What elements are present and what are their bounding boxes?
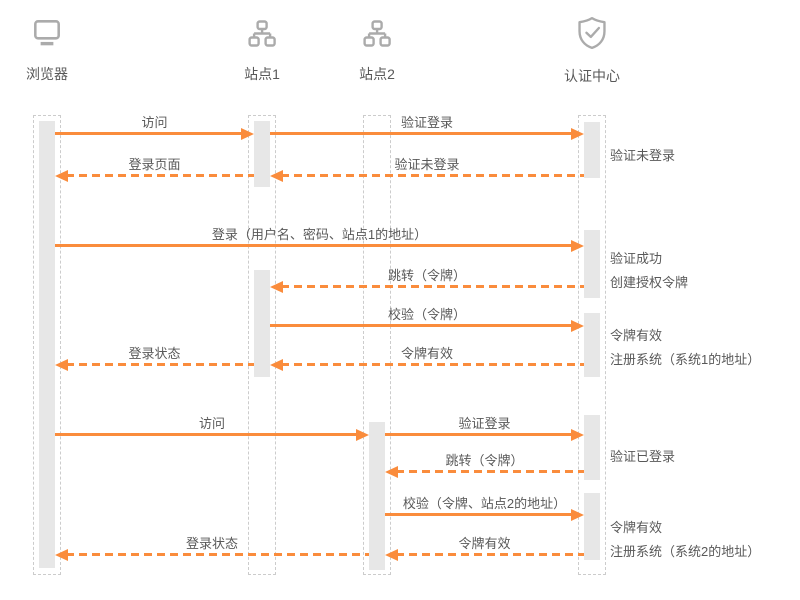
arrowhead-icon — [356, 429, 369, 441]
message-label-4: 登录（用户名、密码、站点1的地址） — [211, 227, 428, 242]
message-line-3 — [281, 174, 584, 177]
actor-site2: 站点2 — [359, 18, 395, 84]
arrowhead-icon — [385, 549, 398, 561]
activation-bar-auth — [584, 415, 600, 480]
shield-check-icon — [564, 14, 620, 57]
actor-label-browser: 浏览器 — [26, 66, 68, 82]
note-text-3-0: 验证已登录 — [610, 449, 676, 464]
arrowhead-icon — [571, 509, 584, 521]
message-line-5 — [281, 285, 584, 288]
message-label-11: 跳转（令牌） — [445, 453, 524, 468]
arrowhead-icon — [571, 128, 584, 140]
message-line-13 — [66, 553, 369, 556]
message-line-7 — [66, 363, 254, 366]
message-label-12: 校验（令牌、站点2的地址） — [402, 496, 567, 511]
activation-bar-auth — [584, 122, 600, 178]
message-line-4 — [55, 244, 573, 247]
message-line-12 — [385, 513, 573, 516]
message-label-6: 校验（令牌） — [387, 307, 466, 322]
activation-bar-site2 — [369, 422, 385, 570]
message-label-1: 验证登录 — [400, 115, 453, 130]
message-label-14: 令牌有效 — [458, 536, 511, 551]
actor-label-site2: 站点2 — [359, 66, 395, 82]
note-text-0-0: 验证未登录 — [610, 148, 676, 163]
monitor-icon — [26, 16, 68, 55]
arrowhead-icon — [571, 429, 584, 441]
activation-bar-auth — [584, 493, 600, 560]
message-line-11 — [396, 470, 584, 473]
message-line-2 — [66, 174, 254, 177]
arrowhead-icon — [241, 128, 254, 140]
sitemap-icon — [244, 18, 280, 55]
message-line-8 — [281, 363, 584, 366]
actor-auth: 认证中心 — [564, 14, 620, 86]
lifeline-site1 — [248, 115, 276, 575]
note-text-4-0: 令牌有效 — [610, 520, 663, 535]
activation-bar-auth — [584, 313, 600, 377]
actor-site1: 站点1 — [244, 18, 280, 84]
arrowhead-icon — [55, 549, 68, 561]
lifeline-site2 — [363, 115, 391, 575]
activation-bar-browser — [39, 121, 55, 568]
note-text-1-0: 验证成功 — [610, 251, 663, 266]
lifeline-auth — [578, 115, 606, 575]
arrowhead-icon — [571, 240, 584, 252]
note-text-4-1: 注册系统（系统2的地址） — [610, 544, 761, 559]
message-label-7: 登录状态 — [128, 346, 181, 361]
arrowhead-icon — [571, 320, 584, 332]
actor-browser: 浏览器 — [26, 16, 68, 84]
lifeline-browser — [33, 115, 61, 575]
arrowhead-icon — [270, 359, 283, 371]
arrowhead-icon — [270, 170, 283, 182]
message-line-6 — [270, 324, 573, 327]
message-label-8: 令牌有效 — [400, 346, 453, 361]
message-line-1 — [270, 132, 573, 135]
note-text-2-1: 注册系统（系统1的地址） — [610, 352, 761, 367]
message-label-10: 验证登录 — [458, 416, 511, 431]
message-label-2: 登录页面 — [128, 157, 181, 172]
actor-label-auth: 认证中心 — [564, 68, 620, 84]
message-label-3: 验证未登录 — [394, 157, 460, 172]
message-line-10 — [385, 433, 573, 436]
arrowhead-icon — [270, 281, 283, 293]
activation-bar-site1 — [254, 121, 270, 187]
message-label-0: 访问 — [141, 115, 168, 130]
message-line-0 — [55, 132, 243, 135]
note-text-2-0: 令牌有效 — [610, 328, 663, 343]
sitemap-icon — [359, 18, 395, 55]
arrowhead-icon — [385, 466, 398, 478]
activation-bar-site1 — [254, 270, 270, 377]
message-line-14 — [396, 553, 584, 556]
arrowhead-icon — [55, 170, 68, 182]
message-label-13: 登录状态 — [185, 536, 238, 551]
actor-label-site1: 站点1 — [244, 66, 280, 82]
activation-bar-auth — [584, 230, 600, 298]
message-line-9 — [55, 433, 358, 436]
message-label-5: 跳转（令牌） — [387, 268, 466, 283]
note-text-1-1: 创建授权令牌 — [610, 275, 689, 290]
message-label-9: 访问 — [198, 416, 225, 431]
arrowhead-icon — [55, 359, 68, 371]
